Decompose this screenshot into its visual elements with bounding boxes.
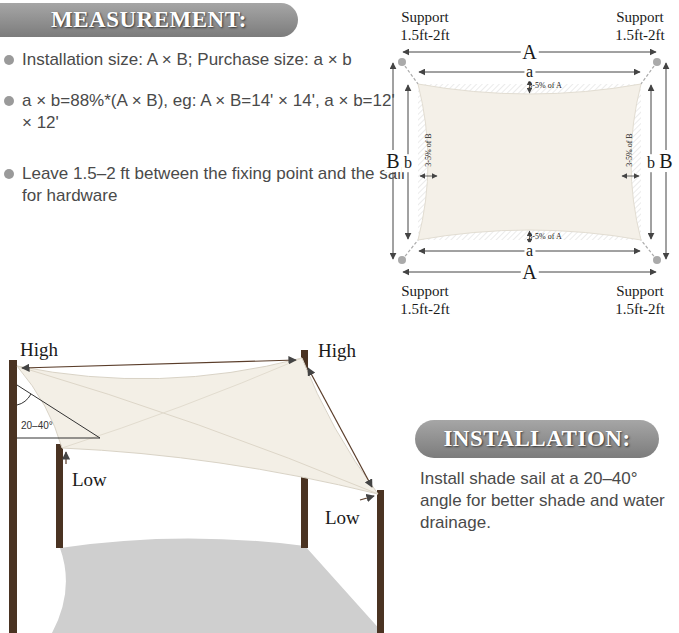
dimension-label: B bbox=[657, 150, 674, 172]
margin-label: 3-5% of A bbox=[528, 82, 561, 91]
support-label: 1.5ft-2ft bbox=[615, 301, 665, 318]
dimension-label: a bbox=[524, 63, 535, 81]
shade-illustration bbox=[9, 350, 384, 633]
margin-label: 3-5% of A bbox=[528, 233, 561, 242]
banner-text: MEASUREMENT: bbox=[51, 7, 247, 33]
dimension-label: b bbox=[645, 154, 657, 172]
bullet-text: Installation size: A × B; Purchase size:… bbox=[22, 49, 407, 71]
dimension-label: B bbox=[384, 150, 401, 172]
support-label: 1.5ft-2ft bbox=[400, 301, 450, 318]
bullet-dot bbox=[4, 55, 14, 65]
dimension-label: A bbox=[520, 261, 538, 283]
bullet-dot bbox=[4, 96, 14, 106]
height-label: Low bbox=[325, 508, 360, 529]
banner-text: INSTALLATION: bbox=[443, 426, 630, 452]
dimension-label: A bbox=[520, 41, 538, 63]
height-label: High bbox=[318, 341, 356, 362]
installation-note: Install shade sail at a 20–40° angle for… bbox=[420, 468, 672, 534]
bullet-dot bbox=[4, 169, 14, 179]
title-banner: MEASUREMENT: bbox=[0, 3, 298, 37]
bullet-text: Leave 1.5–2 ft between the fixing point … bbox=[22, 163, 407, 207]
support-label: Support bbox=[616, 283, 664, 300]
sail-plan bbox=[393, 52, 666, 272]
height-label: High bbox=[20, 340, 58, 361]
height-label: Low bbox=[72, 470, 107, 491]
support-label: 1.5ft-2ft bbox=[615, 27, 665, 44]
angle-label: 20–40° bbox=[21, 420, 53, 431]
title-banner: INSTALLATION: bbox=[415, 420, 659, 458]
margin-label: 3-5% of B bbox=[626, 133, 635, 166]
support-label: Support bbox=[616, 9, 664, 26]
bullet-text: a × b=88%*(A × B), eg: A × B=14' × 14', … bbox=[22, 90, 407, 134]
support-label: 1.5ft-2ft bbox=[400, 27, 450, 44]
support-label: Support bbox=[401, 9, 449, 26]
dimension-label: a bbox=[524, 242, 535, 260]
support-label: Support bbox=[401, 283, 449, 300]
margin-label: 3-5% of B bbox=[425, 133, 434, 166]
dimension-label: b bbox=[402, 154, 414, 172]
